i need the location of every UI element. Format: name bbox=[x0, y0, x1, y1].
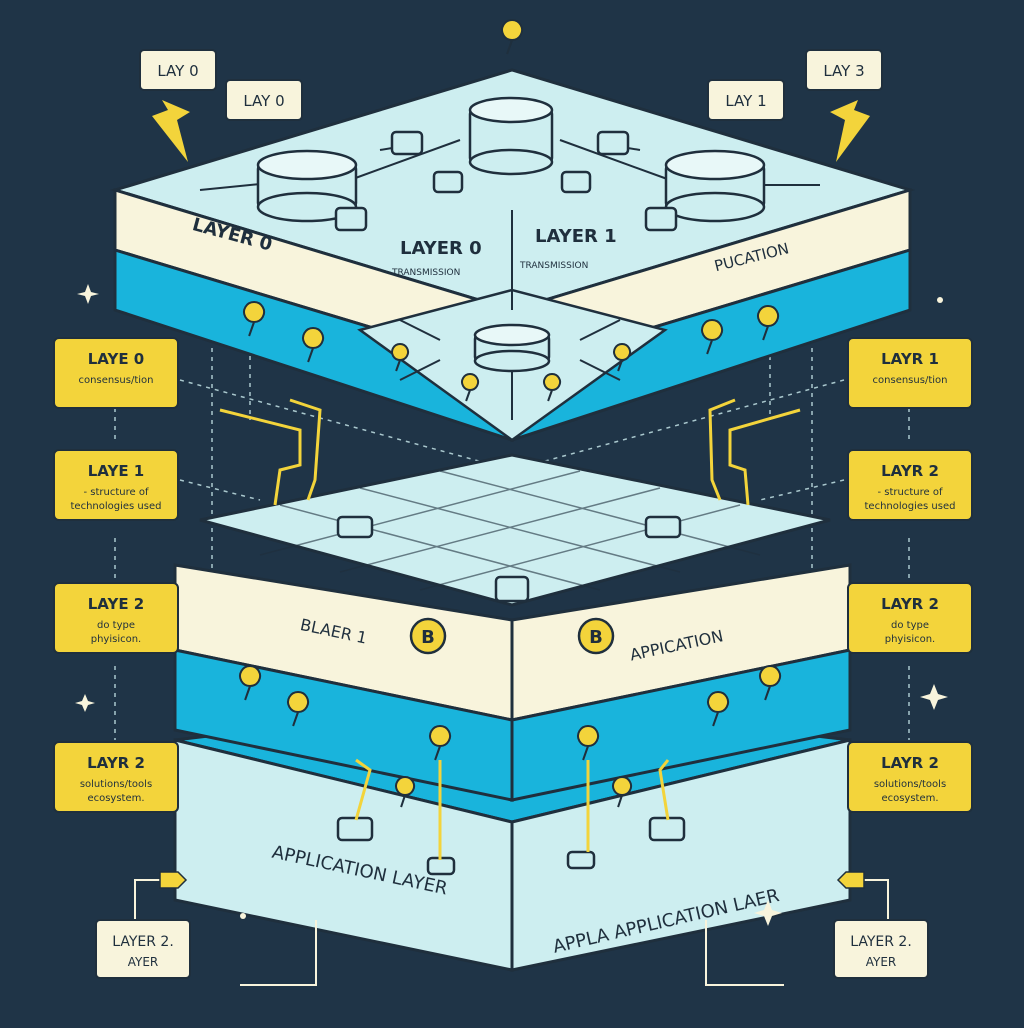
middle-coin-right-glyph: B bbox=[589, 627, 603, 648]
tag-top-right-outer-text: LAY 3 bbox=[823, 62, 864, 80]
top-slab-layer0-sub: TRANSMISSION bbox=[391, 268, 460, 278]
pin-markers bbox=[239, 19, 782, 808]
tag-bottom-left-line2: AYER bbox=[128, 955, 159, 969]
coin-stack-left bbox=[256, 149, 358, 223]
side-label-7: LAYR 2 solutions/tools ecosystem. bbox=[847, 741, 973, 813]
side-label-sub1: solutions/tools bbox=[80, 779, 152, 790]
side-label-2: LAYE 2 do type phyisicon. bbox=[53, 582, 179, 654]
side-label-box bbox=[53, 582, 179, 654]
coin-stacks bbox=[256, 96, 766, 876]
side-label-0: LAYE 0 consensus/tion bbox=[53, 337, 179, 409]
side-label-5: LAYR 2 - structure of technologies used bbox=[847, 449, 973, 521]
side-label-sub1: consensus/tion bbox=[79, 375, 154, 386]
side-label-title: LAYR 2 bbox=[881, 595, 939, 613]
lightning-icon-left bbox=[152, 100, 190, 162]
side-label-6: LAYR 2 do type phyisicon. bbox=[847, 582, 973, 654]
tag-top-right-outer bbox=[805, 49, 883, 91]
side-label-title: LAYR 1 bbox=[881, 350, 939, 368]
side-label-box bbox=[53, 337, 179, 409]
side-label-title: LAYR 2 bbox=[87, 754, 145, 772]
side-label-title: LAYE 2 bbox=[88, 595, 145, 613]
tag-bottom-left-line1: LAYER 2. bbox=[112, 934, 174, 950]
side-label-sub2: phyisicon. bbox=[91, 634, 142, 645]
lightning-icons bbox=[152, 100, 870, 162]
tag-top-right-inner bbox=[707, 79, 785, 121]
tag-bottom-left bbox=[95, 919, 191, 979]
sparkle-icons bbox=[75, 284, 948, 926]
bottom-tags: LAYER 2. AYER LAYER 2. AYER bbox=[95, 871, 929, 986]
top-tags: LAY 0 LAY 0 LAY 1 LAY 3 bbox=[139, 49, 883, 121]
tag-icon-left bbox=[159, 871, 188, 889]
tag-top-right-inner-text: LAY 1 bbox=[725, 92, 766, 110]
coin-stack-center bbox=[468, 96, 554, 176]
tag-bottom-right-line1: LAYER 2. bbox=[850, 934, 912, 950]
tag-top-left-inner bbox=[225, 79, 303, 121]
side-label-box bbox=[53, 741, 179, 813]
side-label-box bbox=[847, 741, 973, 813]
side-label-box bbox=[53, 449, 179, 521]
side-label-sub1: - structure of bbox=[878, 487, 943, 498]
side-label-sub1: - structure of bbox=[84, 487, 149, 498]
tag-bottom-right bbox=[833, 919, 929, 979]
coin-stack-right bbox=[664, 149, 766, 223]
coin-stack-lower bbox=[473, 323, 551, 373]
tag-icon-right bbox=[836, 871, 865, 889]
side-label-title: LAYR 2 bbox=[881, 462, 939, 480]
side-label-sub2: technologies used bbox=[865, 501, 956, 512]
side-label-sub2: ecosystem. bbox=[87, 793, 144, 804]
side-label-1: LAYE 1 - structure of technologies used bbox=[53, 449, 179, 521]
side-label-sub2: ecosystem. bbox=[881, 793, 938, 804]
tag-top-left-inner-text: LAY 0 bbox=[243, 92, 284, 110]
yellow-wires bbox=[219, 398, 801, 860]
middle-coin-left bbox=[409, 617, 447, 655]
side-label-title: LAYR 2 bbox=[881, 754, 939, 772]
side-label-sub2: technologies used bbox=[71, 501, 162, 512]
side-label-title: LAYE 1 bbox=[88, 462, 145, 480]
middle-coin-left-glyph: B bbox=[421, 627, 435, 648]
side-label-box bbox=[847, 582, 973, 654]
side-label-sub1: do type bbox=[97, 620, 135, 631]
side-label-sub1: solutions/tools bbox=[874, 779, 946, 790]
middle-coin-right bbox=[577, 617, 615, 655]
side-label-title: LAYE 0 bbox=[88, 350, 145, 368]
tag-top-left-outer bbox=[139, 49, 217, 91]
tag-bottom-right-line2: AYER bbox=[866, 955, 897, 969]
side-label-sub1: do type bbox=[891, 620, 929, 631]
lightning-icon-right bbox=[830, 100, 870, 162]
tag-top-left-outer-text: LAY 0 bbox=[157, 62, 198, 80]
side-label-box bbox=[847, 449, 973, 521]
side-label-3: LAYR 2 solutions/tools ecosystem. bbox=[53, 741, 179, 813]
side-label-box bbox=[847, 337, 973, 409]
top-slab-layer0-center-label: LAYER 0 bbox=[400, 238, 482, 259]
top-slab-layer1-sub: TRANSMISSION bbox=[519, 261, 588, 271]
middle-slab: BLAER 1 APPICATION B B bbox=[173, 453, 852, 802]
side-label-sub1: consensus/tion bbox=[873, 375, 948, 386]
side-label-sub2: phyisicon. bbox=[885, 634, 936, 645]
side-label-4: LAYR 1 consensus/tion bbox=[847, 337, 973, 409]
top-slab-layer1-label: LAYER 1 bbox=[535, 226, 617, 247]
